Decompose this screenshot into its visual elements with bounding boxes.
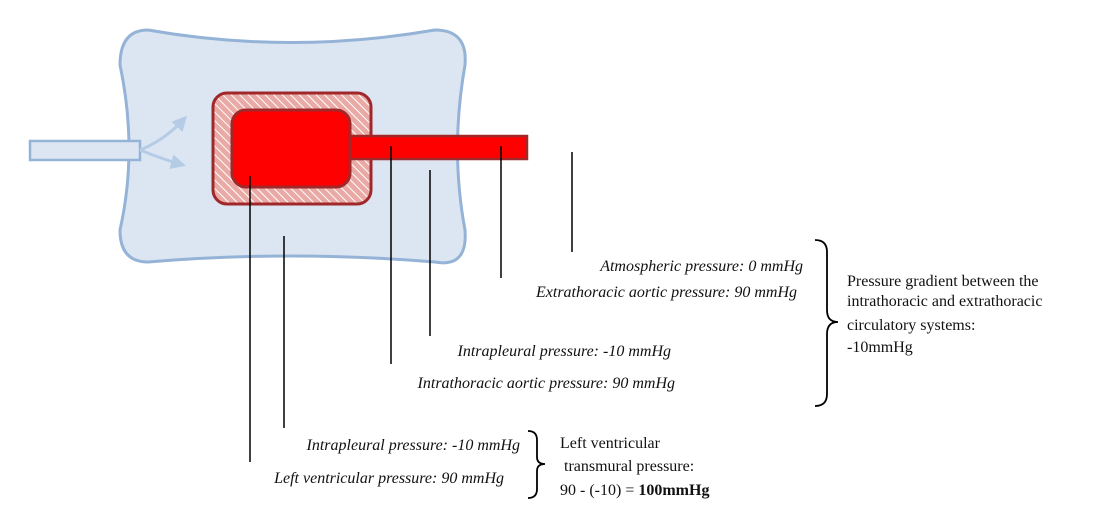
transmural-brace xyxy=(527,430,546,499)
inlet-pipe xyxy=(28,139,142,162)
transmural-result: 100mmHg xyxy=(638,482,709,499)
label-intrapleural-pressure-lower: Intrapleural pressure: -10 mmHg xyxy=(306,437,520,454)
gradient-note-line-3: circulatory systems: xyxy=(847,317,975,334)
gradient-note-line-4: -10mmHg xyxy=(847,339,913,356)
gradient-note-line-1: Pressure gradient between the xyxy=(847,273,1038,290)
label-intrapleural-pressure-upper: Intrapleural pressure: -10 mmHg xyxy=(457,343,671,360)
label-extrathoracic-aortic-pressure: Extrathoracic aortic pressure: 90 mmHg xyxy=(535,284,797,301)
transmural-note-line-1: Left ventricular xyxy=(560,435,661,452)
label-intrathoracic-aortic-pressure: Intrathoracic aortic pressure: 90 mmHg xyxy=(417,375,675,392)
transmural-note-line-3: 90 - (-10) = 100mmHg xyxy=(560,482,709,499)
inflow-arrow-down xyxy=(139,148,186,170)
label-left-ventricular-pressure: Left ventricular pressure: 90 mmHg xyxy=(273,470,504,487)
transmural-note-line-2: transmural pressure: xyxy=(560,458,694,475)
aorta xyxy=(343,134,529,161)
inflow-arrow-up xyxy=(139,115,188,152)
gradient-note-line-2: intrathoracic and extrathoracic xyxy=(847,293,1042,310)
gradient-brace xyxy=(814,239,839,407)
label-atmospheric-pressure: Atmospheric pressure: 0 mmHg xyxy=(599,258,803,275)
transmural-formula: 90 - (-10) = xyxy=(560,482,638,499)
left-ventricle xyxy=(230,108,352,189)
